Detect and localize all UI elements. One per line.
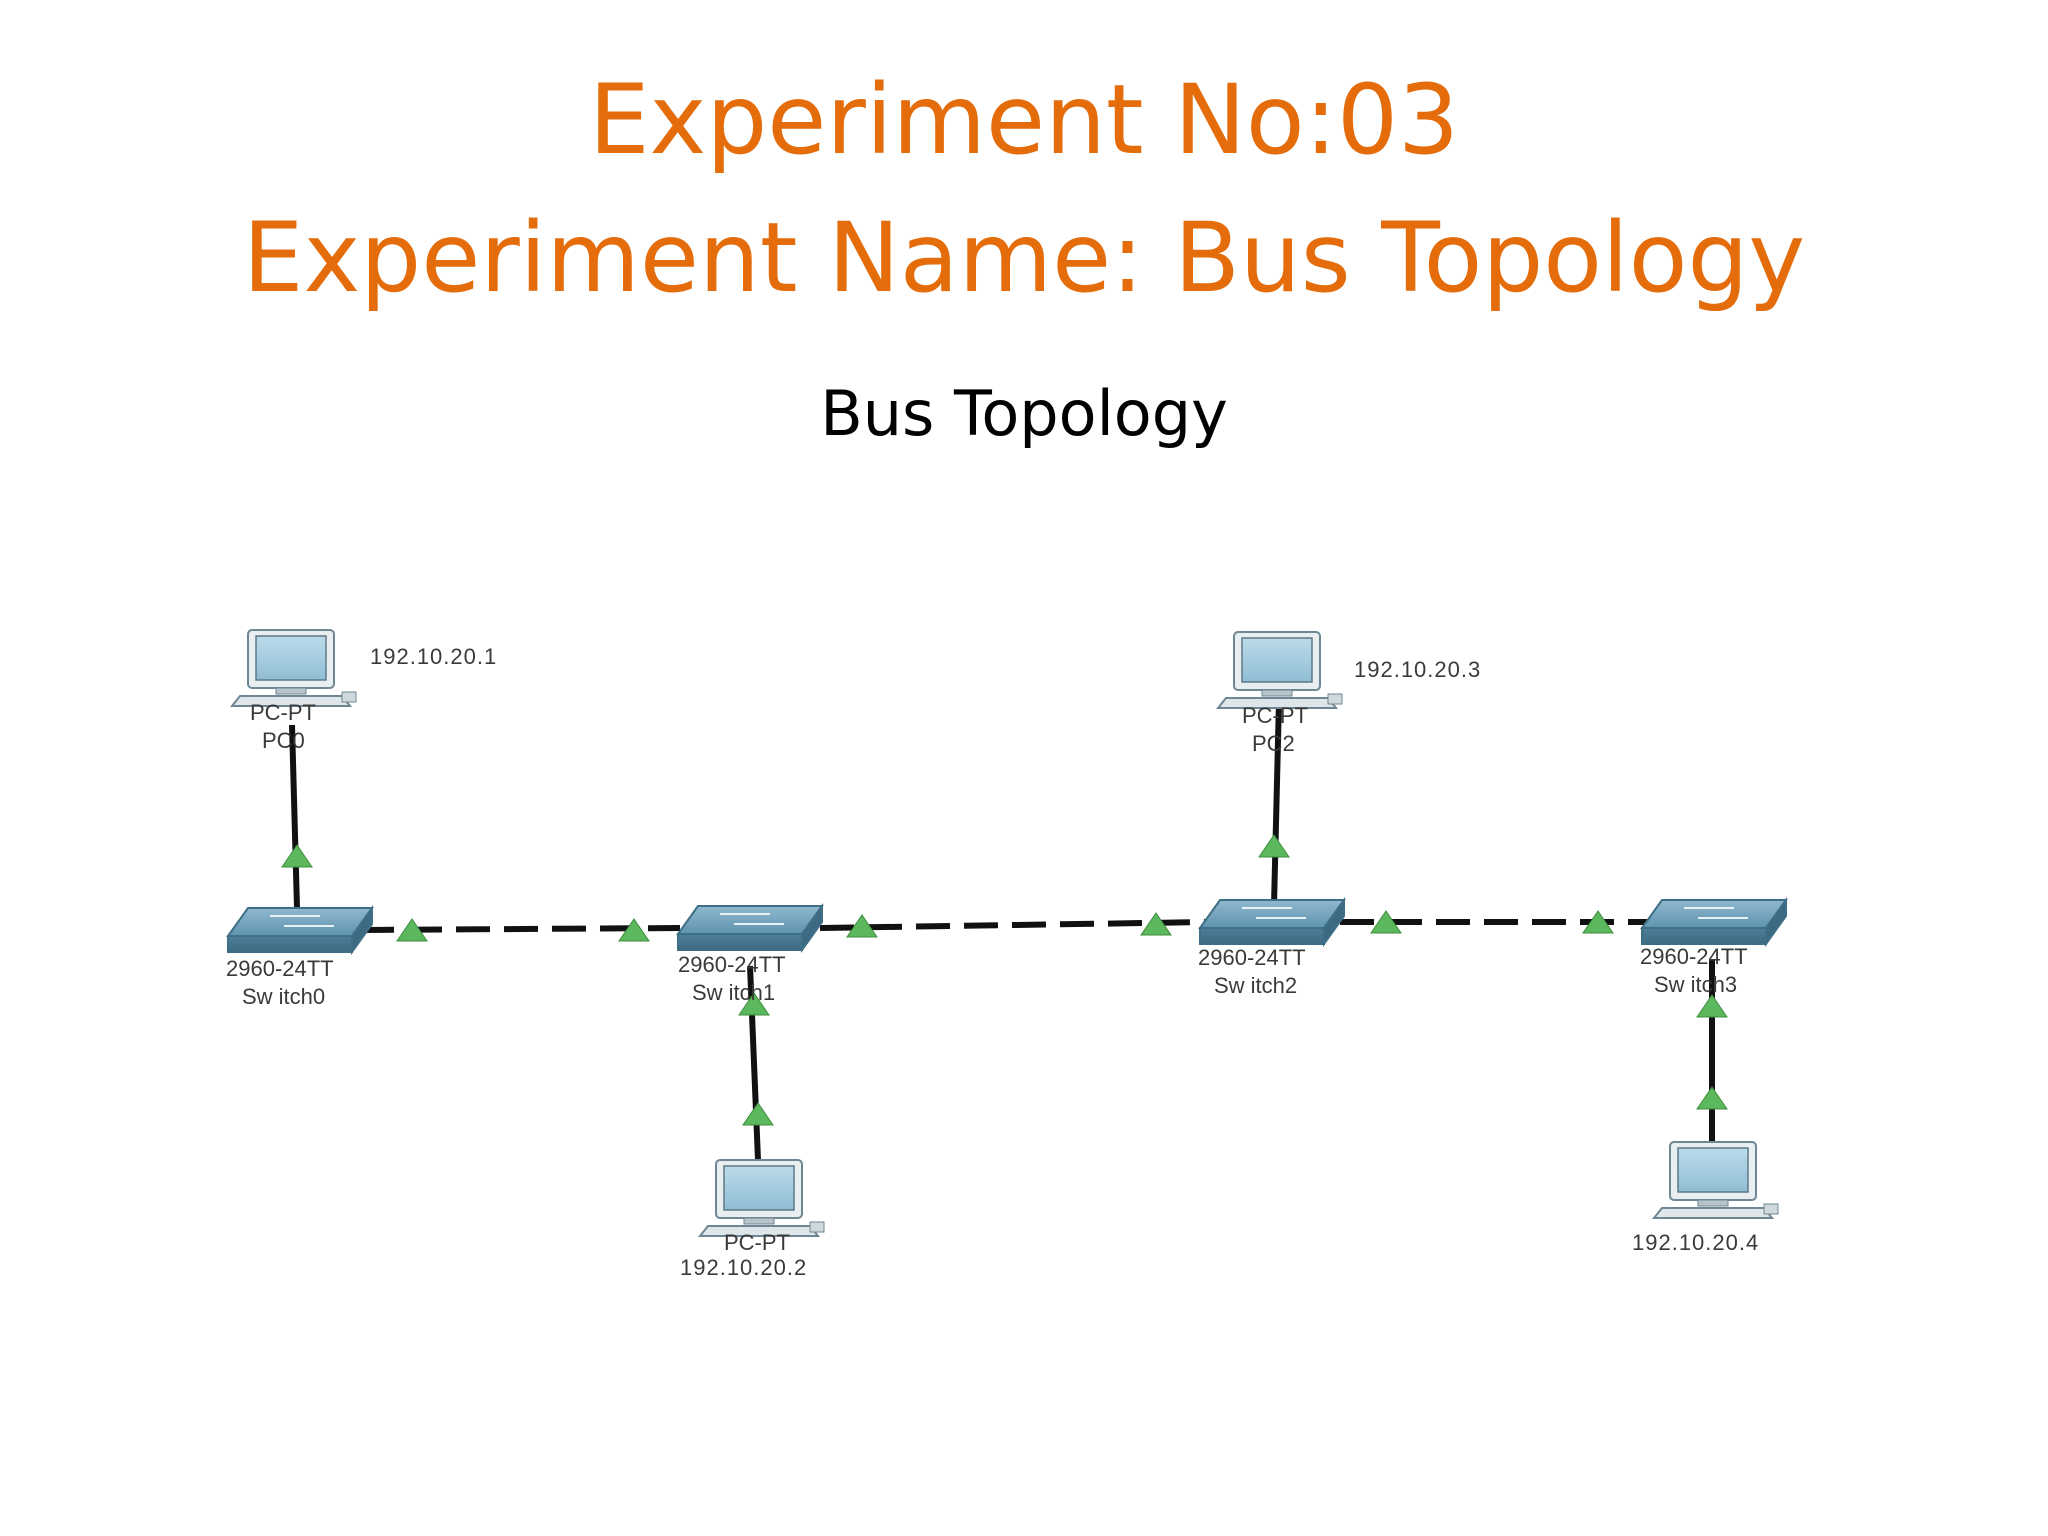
slide-title-line1: Experiment No:03	[588, 64, 1460, 176]
switch0[interactable]: 2960-24TT Sw itch0	[226, 907, 373, 1009]
switch-icon	[1199, 899, 1345, 945]
pc2-ip-label: 192.10.20.3	[1354, 657, 1481, 682]
pc0-model-label: PC-PT	[250, 700, 316, 725]
pc1-model-label: PC-PT	[724, 1230, 790, 1255]
pc-icon	[699, 1159, 825, 1237]
pc0-ip-label: 192.10.20.1	[370, 644, 497, 669]
pc1[interactable]: PC-PT 192.10.20.2	[680, 1159, 825, 1280]
switch1[interactable]: 2960-24TT Sw itch1	[677, 905, 823, 1005]
link-light-icon	[742, 1102, 774, 1126]
pc3-ip-label: 192.10.20.4	[1632, 1230, 1759, 1255]
switch3-name-label: Sw itch3	[1654, 972, 1737, 997]
link-switch1-switch2	[819, 919, 1211, 931]
switch0-model-label: 2960-24TT	[226, 956, 334, 981]
pc2[interactable]: 192.10.20.3 PC-PT PC2	[1217, 631, 1481, 756]
slide-title-line2: Experiment Name: Bus Topology	[242, 202, 1806, 314]
pc-icon	[1653, 1141, 1779, 1219]
switch-icon	[1641, 899, 1787, 945]
switch3-model-label: 2960-24TT	[1640, 944, 1748, 969]
pc1-ip-label: 192.10.20.2	[680, 1255, 807, 1280]
pc-icon	[231, 629, 357, 707]
switch2-name-label: Sw itch2	[1214, 973, 1297, 998]
network-links	[289, 699, 1715, 1161]
pc2-model-label: PC-PT	[1242, 703, 1308, 728]
switch2-model-label: 2960-24TT	[1198, 945, 1306, 970]
pc-icon	[1217, 631, 1343, 709]
switch1-model-label: 2960-24TT	[678, 952, 786, 977]
diagram-subtitle: Bus Topology	[820, 377, 1228, 450]
link-pc2-switch2	[1271, 699, 1282, 906]
pc0[interactable]: 192.10.20.1 PC-PT PC0	[231, 629, 497, 753]
switch3[interactable]: 2960-24TT Sw itch3	[1640, 899, 1787, 997]
pc3[interactable]: 192.10.20.4	[1632, 1141, 1779, 1255]
switch-icon	[677, 905, 823, 951]
link-light-icon	[281, 844, 313, 868]
switch-icon	[227, 907, 373, 953]
link-light-icon	[1258, 834, 1290, 858]
link-light-icon	[1696, 1086, 1728, 1110]
link-light-icon	[1696, 994, 1728, 1018]
link-lights	[281, 834, 1728, 1126]
switch2[interactable]: 2960-24TT Sw itch2	[1198, 899, 1345, 998]
link-pc0-switch0	[289, 724, 300, 909]
pc0-name-label: PC0	[262, 728, 305, 753]
pc2-name-label: PC2	[1252, 731, 1295, 756]
switch0-name-label: Sw itch0	[242, 984, 325, 1009]
switch1-name-label: Sw itch1	[692, 980, 775, 1005]
